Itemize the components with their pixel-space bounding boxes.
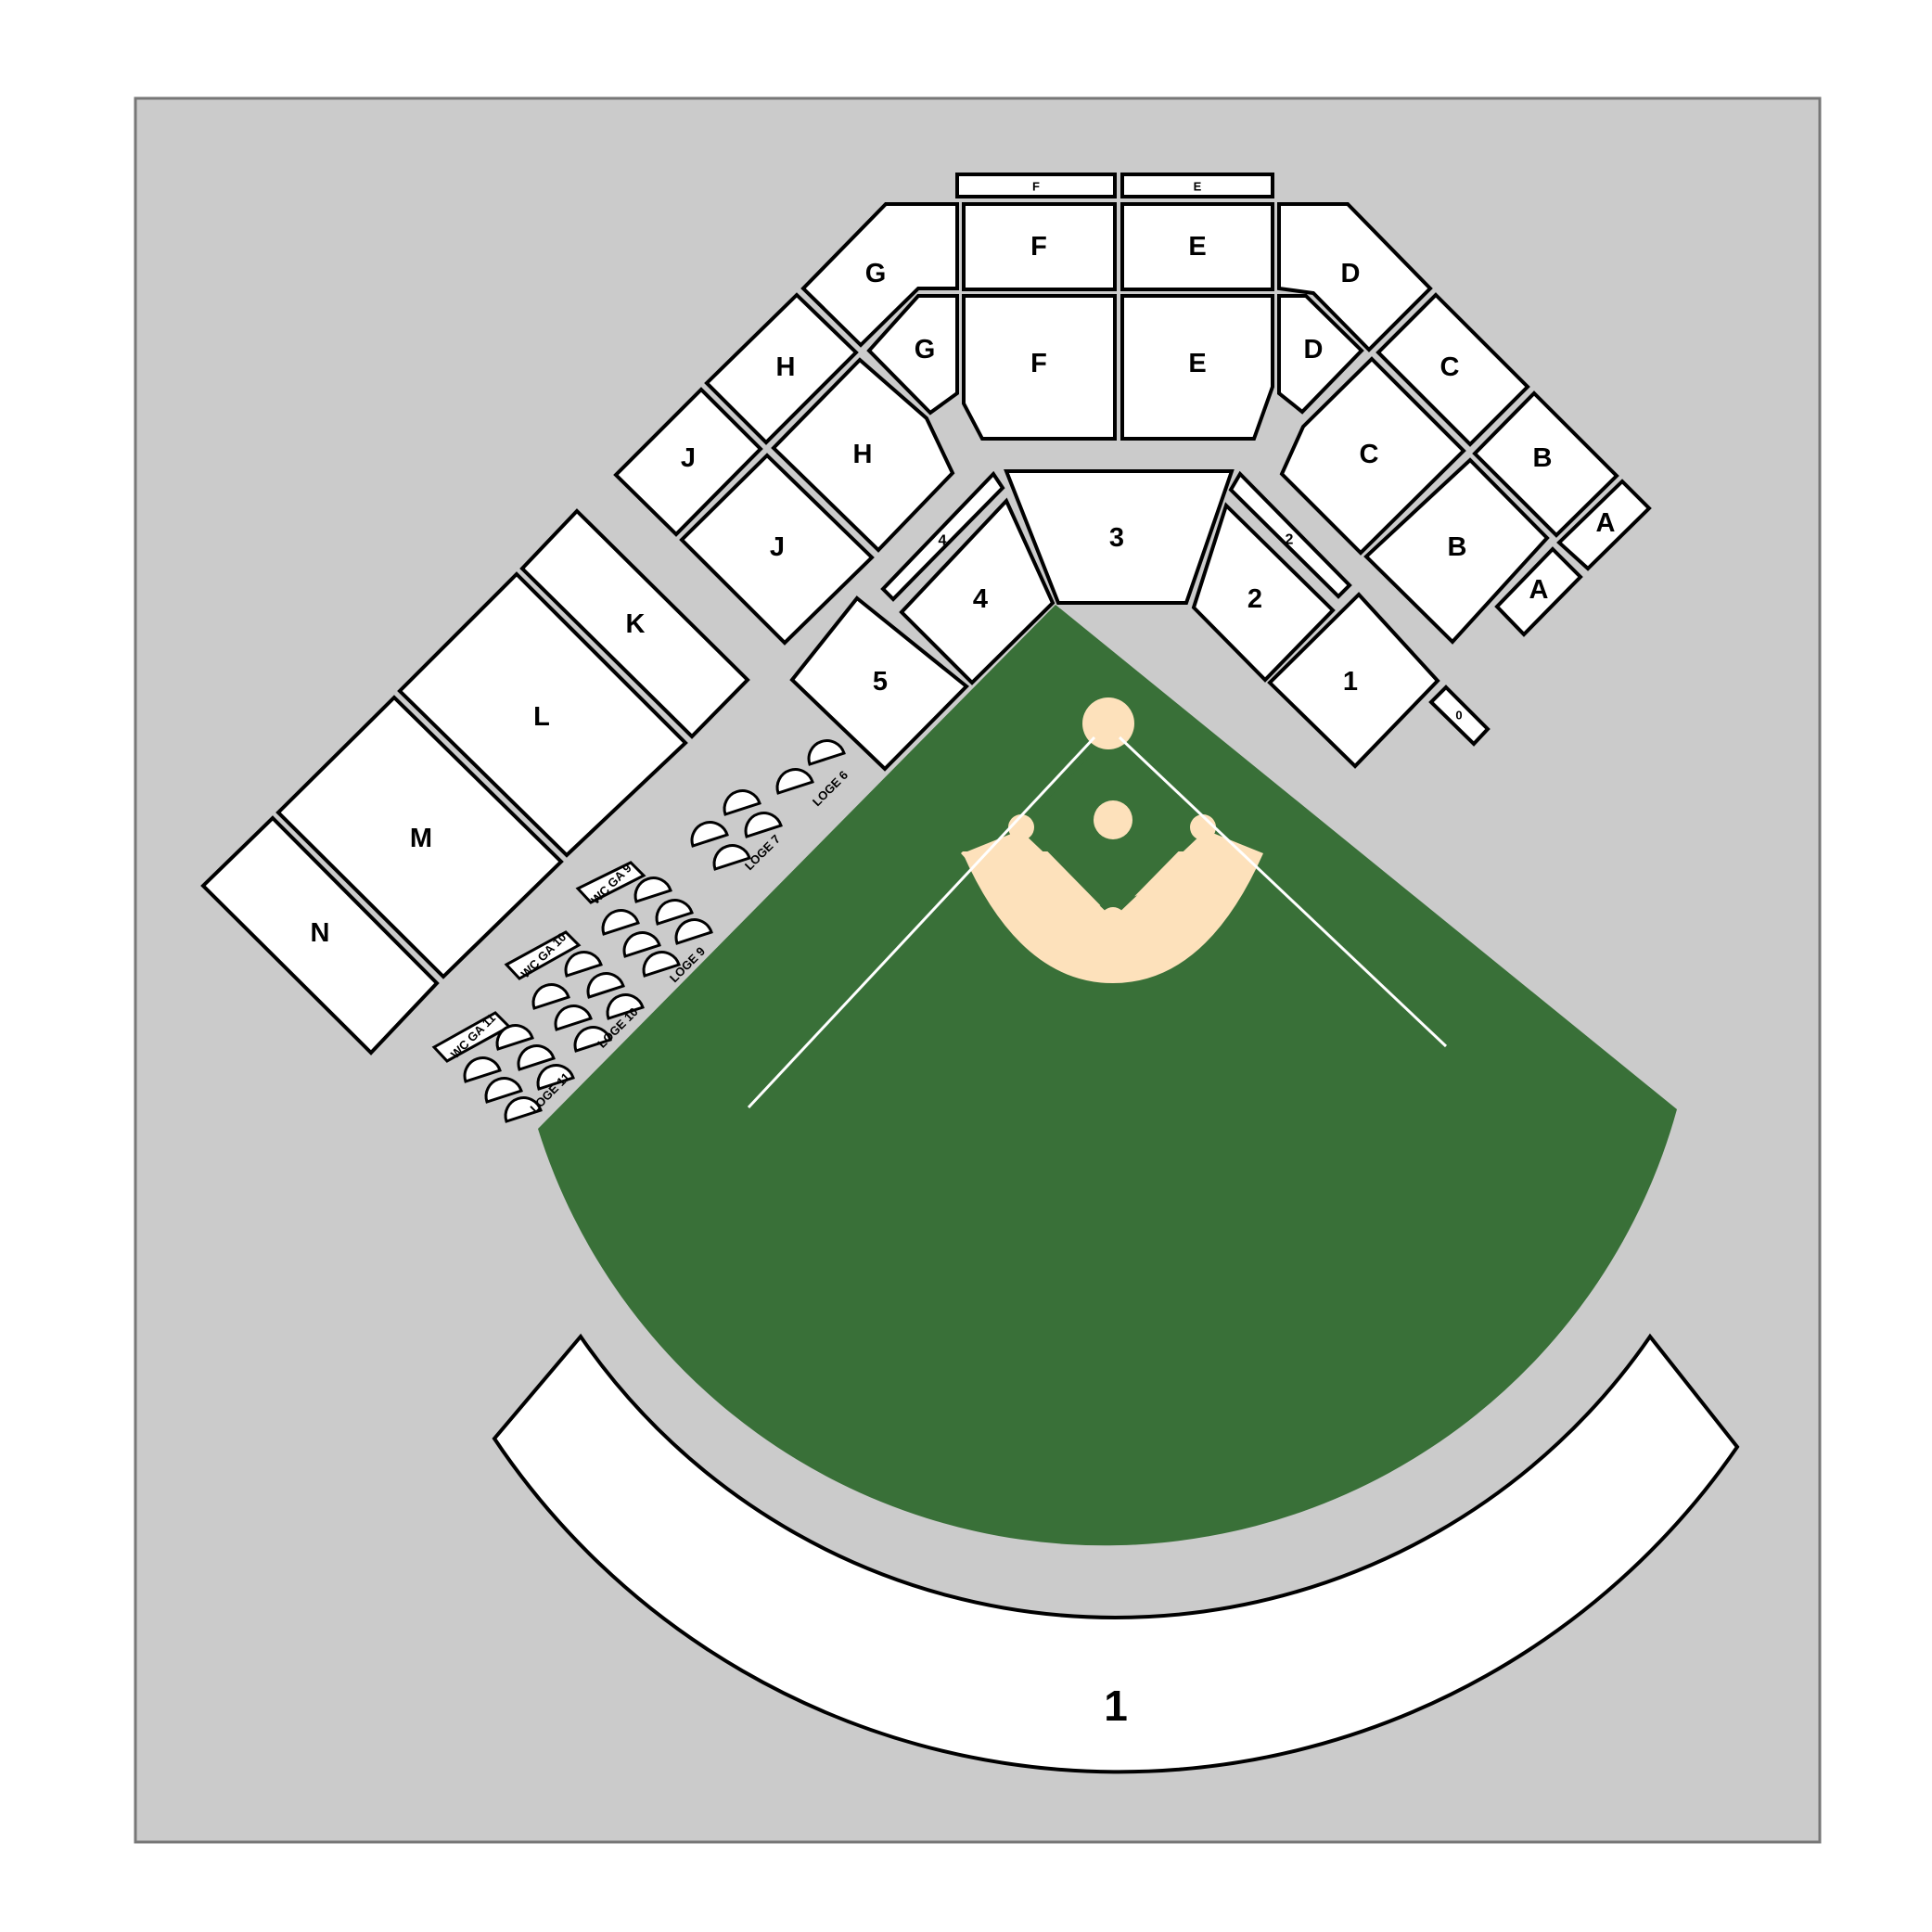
section-k[interactable]: K <box>519 508 750 739</box>
svg-text:4: 4 <box>939 533 947 549</box>
svg-text:M: M <box>410 824 432 853</box>
section-c-upper[interactable]: C <box>1375 292 1530 447</box>
svg-text:C: C <box>1440 352 1460 382</box>
section-4-strip[interactable]: 4 <box>880 470 1005 602</box>
svg-text:D: D <box>1304 335 1324 365</box>
section-d-upper[interactable]: D <box>1277 202 1433 352</box>
section-b-upper[interactable]: B <box>1472 390 1619 538</box>
svg-text:3: 3 <box>1109 523 1124 553</box>
section-g-upper[interactable]: G <box>800 202 959 348</box>
svg-text:K: K <box>626 609 646 639</box>
svg-text:A: A <box>1596 508 1616 538</box>
section-0[interactable]: 0 <box>1428 685 1491 747</box>
pitchers-mound <box>1094 800 1132 839</box>
section-d-lower[interactable]: D <box>1277 294 1364 415</box>
section-h-upper[interactable]: H <box>704 292 859 445</box>
section-j-upper[interactable]: J <box>613 387 763 537</box>
section-2-strip[interactable]: 2 <box>1228 470 1352 599</box>
svg-text:A: A <box>1529 575 1549 605</box>
svg-text:1: 1 <box>1104 1682 1128 1730</box>
svg-text:1: 1 <box>1343 667 1358 697</box>
svg-text:2: 2 <box>1286 532 1294 548</box>
svg-text:H: H <box>853 440 873 469</box>
svg-text:C: C <box>1360 440 1379 469</box>
section-c-lower[interactable]: C <box>1279 356 1466 556</box>
svg-text:E: E <box>1188 349 1206 378</box>
svg-text:E: E <box>1188 232 1206 262</box>
svg-text:D: D <box>1341 259 1361 288</box>
svg-text:F: F <box>1032 180 1040 194</box>
section-j-lower[interactable]: J <box>679 453 875 646</box>
svg-text:N: N <box>311 918 330 948</box>
section-f-upper[interactable]: F <box>962 202 1117 291</box>
third-base-foul-line <box>747 736 1096 1109</box>
svg-text:L: L <box>533 702 550 732</box>
section-outfield-1[interactable]: 1 <box>492 1333 1740 1774</box>
section-f-lower[interactable]: F <box>962 294 1117 441</box>
section-3[interactable]: 3 <box>1004 469 1235 605</box>
svg-text:G: G <box>915 335 936 365</box>
svg-text:J: J <box>770 532 785 562</box>
svg-text:F: F <box>1030 349 1047 378</box>
section-g-lower[interactable]: G <box>866 294 959 416</box>
second-base-cut <box>1100 907 1126 933</box>
svg-text:4: 4 <box>973 584 988 614</box>
section-a-lower[interactable]: A <box>1494 546 1583 637</box>
svg-text:G: G <box>865 259 887 288</box>
first-base-foul-line <box>1118 736 1448 1048</box>
section-m[interactable]: M <box>275 695 564 979</box>
svg-text:2: 2 <box>1247 584 1262 614</box>
outfield-grass <box>538 605 1677 1546</box>
section-4[interactable]: 4 <box>899 497 1056 685</box>
section-2[interactable]: 2 <box>1191 502 1336 683</box>
section-5[interactable]: 5 <box>789 595 969 772</box>
svg-text:H: H <box>776 352 796 382</box>
section-l[interactable]: L <box>397 571 688 858</box>
svg-text:B: B <box>1533 443 1553 473</box>
section-e-lower[interactable]: E <box>1120 294 1274 441</box>
section-a-upper[interactable]: A <box>1556 479 1652 571</box>
home-plate-circle <box>1082 697 1134 749</box>
svg-text:0: 0 <box>1455 709 1462 723</box>
section-n[interactable]: N <box>200 815 440 1056</box>
svg-text:B: B <box>1448 532 1467 562</box>
svg-text:J: J <box>681 443 696 473</box>
section-1[interactable]: 1 <box>1267 592 1440 769</box>
loge-11[interactable]: LOGE 11 <box>463 1024 575 1123</box>
infield-dirt-arc <box>963 830 1263 983</box>
section-h-lower[interactable]: H <box>771 357 955 553</box>
section-e-top-strip[interactable]: E <box>1120 173 1274 198</box>
section-e-upper[interactable]: E <box>1120 202 1274 291</box>
svg-text:E: E <box>1194 180 1202 194</box>
svg-text:5: 5 <box>873 667 888 697</box>
section-f-top-strip[interactable]: F <box>955 173 1117 198</box>
svg-text:F: F <box>1030 232 1047 262</box>
section-b-lower[interactable]: B <box>1363 457 1550 645</box>
